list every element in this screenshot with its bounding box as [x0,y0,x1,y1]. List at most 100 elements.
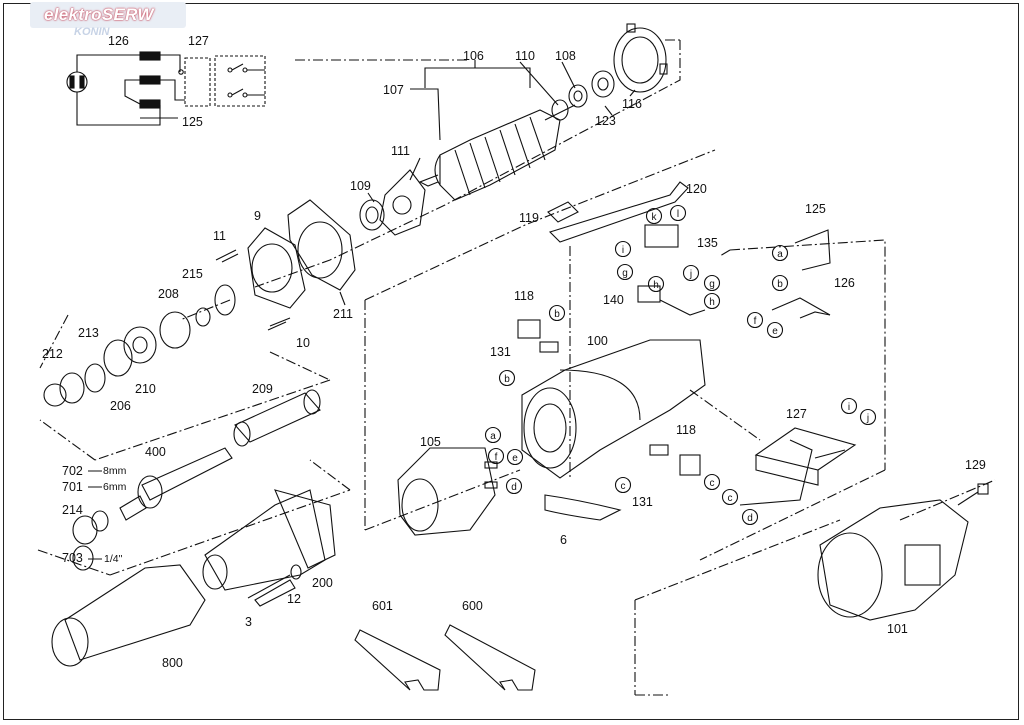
wiring-schematic [66,51,266,126]
letter-i2: i [848,402,850,413]
label-125: 125 [805,202,826,216]
label-200: 200 [312,576,333,590]
extension-nose [51,489,336,667]
label-215: 215 [182,267,203,281]
label-126: 126 [108,34,129,48]
spindle-sleeve [233,389,321,447]
label-110: 110 [515,49,535,63]
label-211: 211 [333,307,353,321]
letter-b3: b [777,279,783,290]
letter-i: i [622,245,624,256]
wire-harness [771,229,831,319]
label-120: 120 [686,182,707,196]
letter-l: l [677,209,679,220]
label-208: 208 [158,287,179,301]
label-10: 10 [296,336,310,350]
small-screws [215,249,291,599]
letter-j: j [689,269,692,280]
label-123: 123 [595,114,616,128]
size-6mm: 6mm [103,481,127,493]
letter-b2: b [504,374,510,385]
label-213: 213 [78,326,99,340]
letter-g2: g [709,279,715,290]
label-131b: 131 [632,495,653,509]
label-601: 601 [372,599,393,613]
size-8mm: 8mm [103,465,127,477]
letter-a2: a [777,249,783,260]
callout-letters: a a b b b c c c d d e e f f g g h h i i … [490,209,869,524]
letter-d: d [511,482,517,493]
label-11: 11 [213,229,226,243]
label-703: 703 [62,551,83,565]
letter-c: c [621,481,626,492]
label-6: 6 [560,533,567,547]
letter-d2: d [747,513,753,524]
callout-circles [484,204,877,526]
rear-cover [817,499,969,621]
label-116: 116 [622,97,642,111]
letter-c2: c [710,478,715,489]
size-quarter-inch: 1/4" [104,553,123,565]
letter-f2: f [754,316,757,327]
watermark-logo: elektroSERW KONIN [10,2,186,38]
label-129: 129 [965,458,986,472]
label-107: 107 [383,83,404,97]
letter-c3: c [728,493,733,504]
watermark-brand: elektroSERW [44,5,154,24]
fan-baffle [359,169,426,236]
label-100: 100 [587,334,608,348]
label-127b: 127 [786,407,807,421]
label-9: 9 [254,209,261,223]
label-105: 105 [420,435,441,449]
label-701: 701 [62,480,83,494]
spindle-parts [43,284,236,407]
diagram-border [3,3,1019,720]
letter-h: h [653,280,659,291]
label-119: 119 [519,211,539,225]
label-600: 600 [462,599,483,613]
field-stator [397,447,498,536]
watermark-sub: KONIN [74,26,110,38]
label-212: 212 [42,347,63,361]
gear-housing [221,199,356,327]
label-106: 106 [463,49,484,63]
label-3: 3 [245,615,252,629]
label-108: 108 [555,49,576,63]
letter-h2: h [709,297,715,308]
watermark-badge [30,2,186,28]
motor-housing [521,339,706,521]
letter-g: g [622,268,628,279]
electronic-module [739,427,857,506]
label-206: 206 [110,399,131,413]
size-notes: 8mm 6mm 1/4" [103,465,127,565]
label-126b: 126 [834,276,855,290]
wrenches [354,624,536,691]
armature-assembly [418,23,668,201]
label-210: 210 [135,382,156,396]
part-numbers: 126 127 125 106 107 110 108 116 123 111 … [42,34,986,670]
brush-holders [517,319,701,476]
label-214: 214 [62,503,83,517]
label-118a: 118 [514,289,534,303]
label-800: 800 [162,656,183,670]
switch-assembly [547,181,706,316]
label-400: 400 [145,445,166,459]
letter-e: e [512,453,518,464]
letter-j2: j [866,413,869,424]
label-127: 127 [188,34,209,48]
label-125-top: 125 [182,115,203,129]
spindle-shaft [72,447,233,571]
size-leaders [88,470,102,560]
label-131a: 131 [490,345,511,359]
letter-e2: e [772,326,778,337]
label-101: 101 [887,622,908,636]
letter-b: b [554,309,560,320]
letter-f: f [495,452,498,463]
letter-a: a [490,431,496,442]
armature-leaders [367,60,636,203]
label-109: 109 [350,179,371,193]
label-12: 12 [287,592,301,606]
label-135: 135 [697,236,718,250]
